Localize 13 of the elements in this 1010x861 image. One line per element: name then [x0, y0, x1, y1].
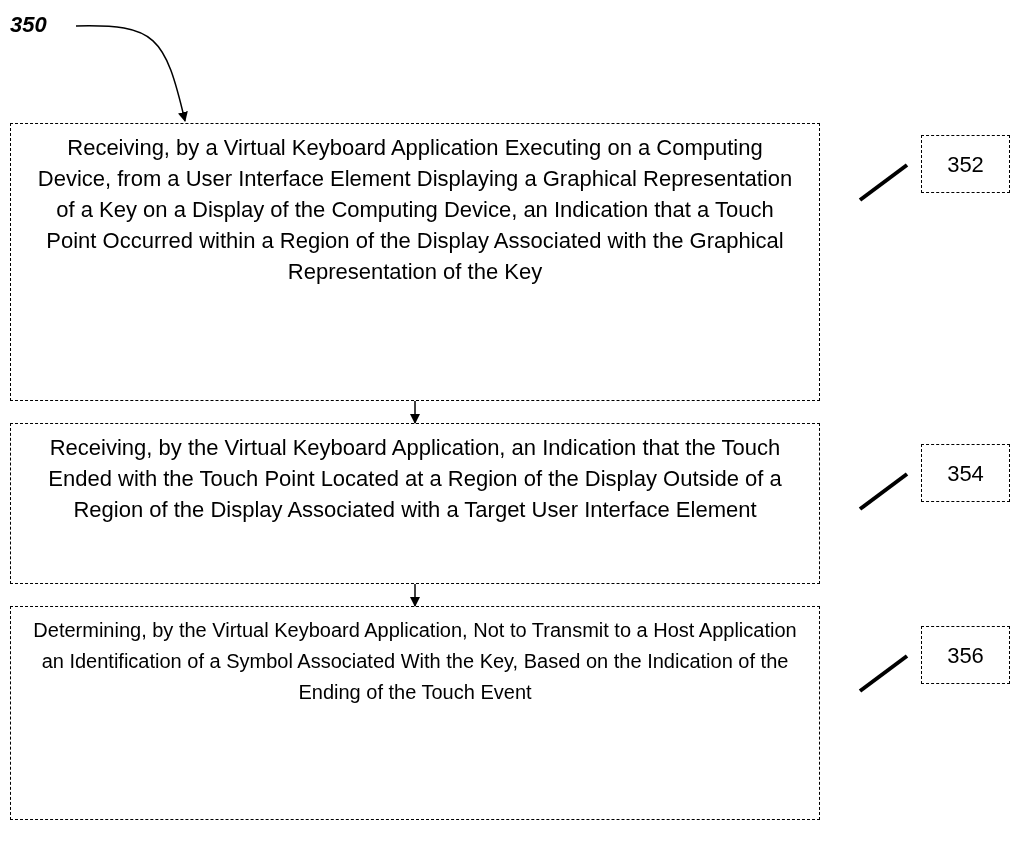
leader-line [858, 472, 909, 511]
step-number-box: 354 [921, 444, 1010, 502]
step-number-box: 352 [921, 135, 1010, 193]
arrow [410, 583, 420, 607]
reference-number: 350 [10, 8, 68, 42]
leader-line [858, 163, 909, 202]
leader-line [858, 654, 909, 693]
arrow [75, 25, 188, 122]
process-box: Receiving, by a Virtual Keyboard Application Executing on a Computing Device, from a User Interface Element Displaying a Graphical Representation of a Key on a Display of the Computing Device, an Indication that a Touch Point Occurred within a Region of the Display Associated with the Graphical Representation of the Key [10, 123, 820, 401]
process-box: Receiving, by the Virtual Keyboard Application, an Indication that the Touch Ended with the Touch Point Located at a Region of the Display Outside of a Region of the Display Associated with a Target User Interface Element [10, 423, 820, 584]
arrow [410, 400, 420, 424]
step-number-box: 356 [921, 626, 1010, 684]
process-box: Determining, by the Virtual Keyboard Application, Not to Transmit to a Host Application an Identification of a Symbol Associated With the Key, Based on the Indication of the Ending of the Touch Event [10, 606, 820, 820]
